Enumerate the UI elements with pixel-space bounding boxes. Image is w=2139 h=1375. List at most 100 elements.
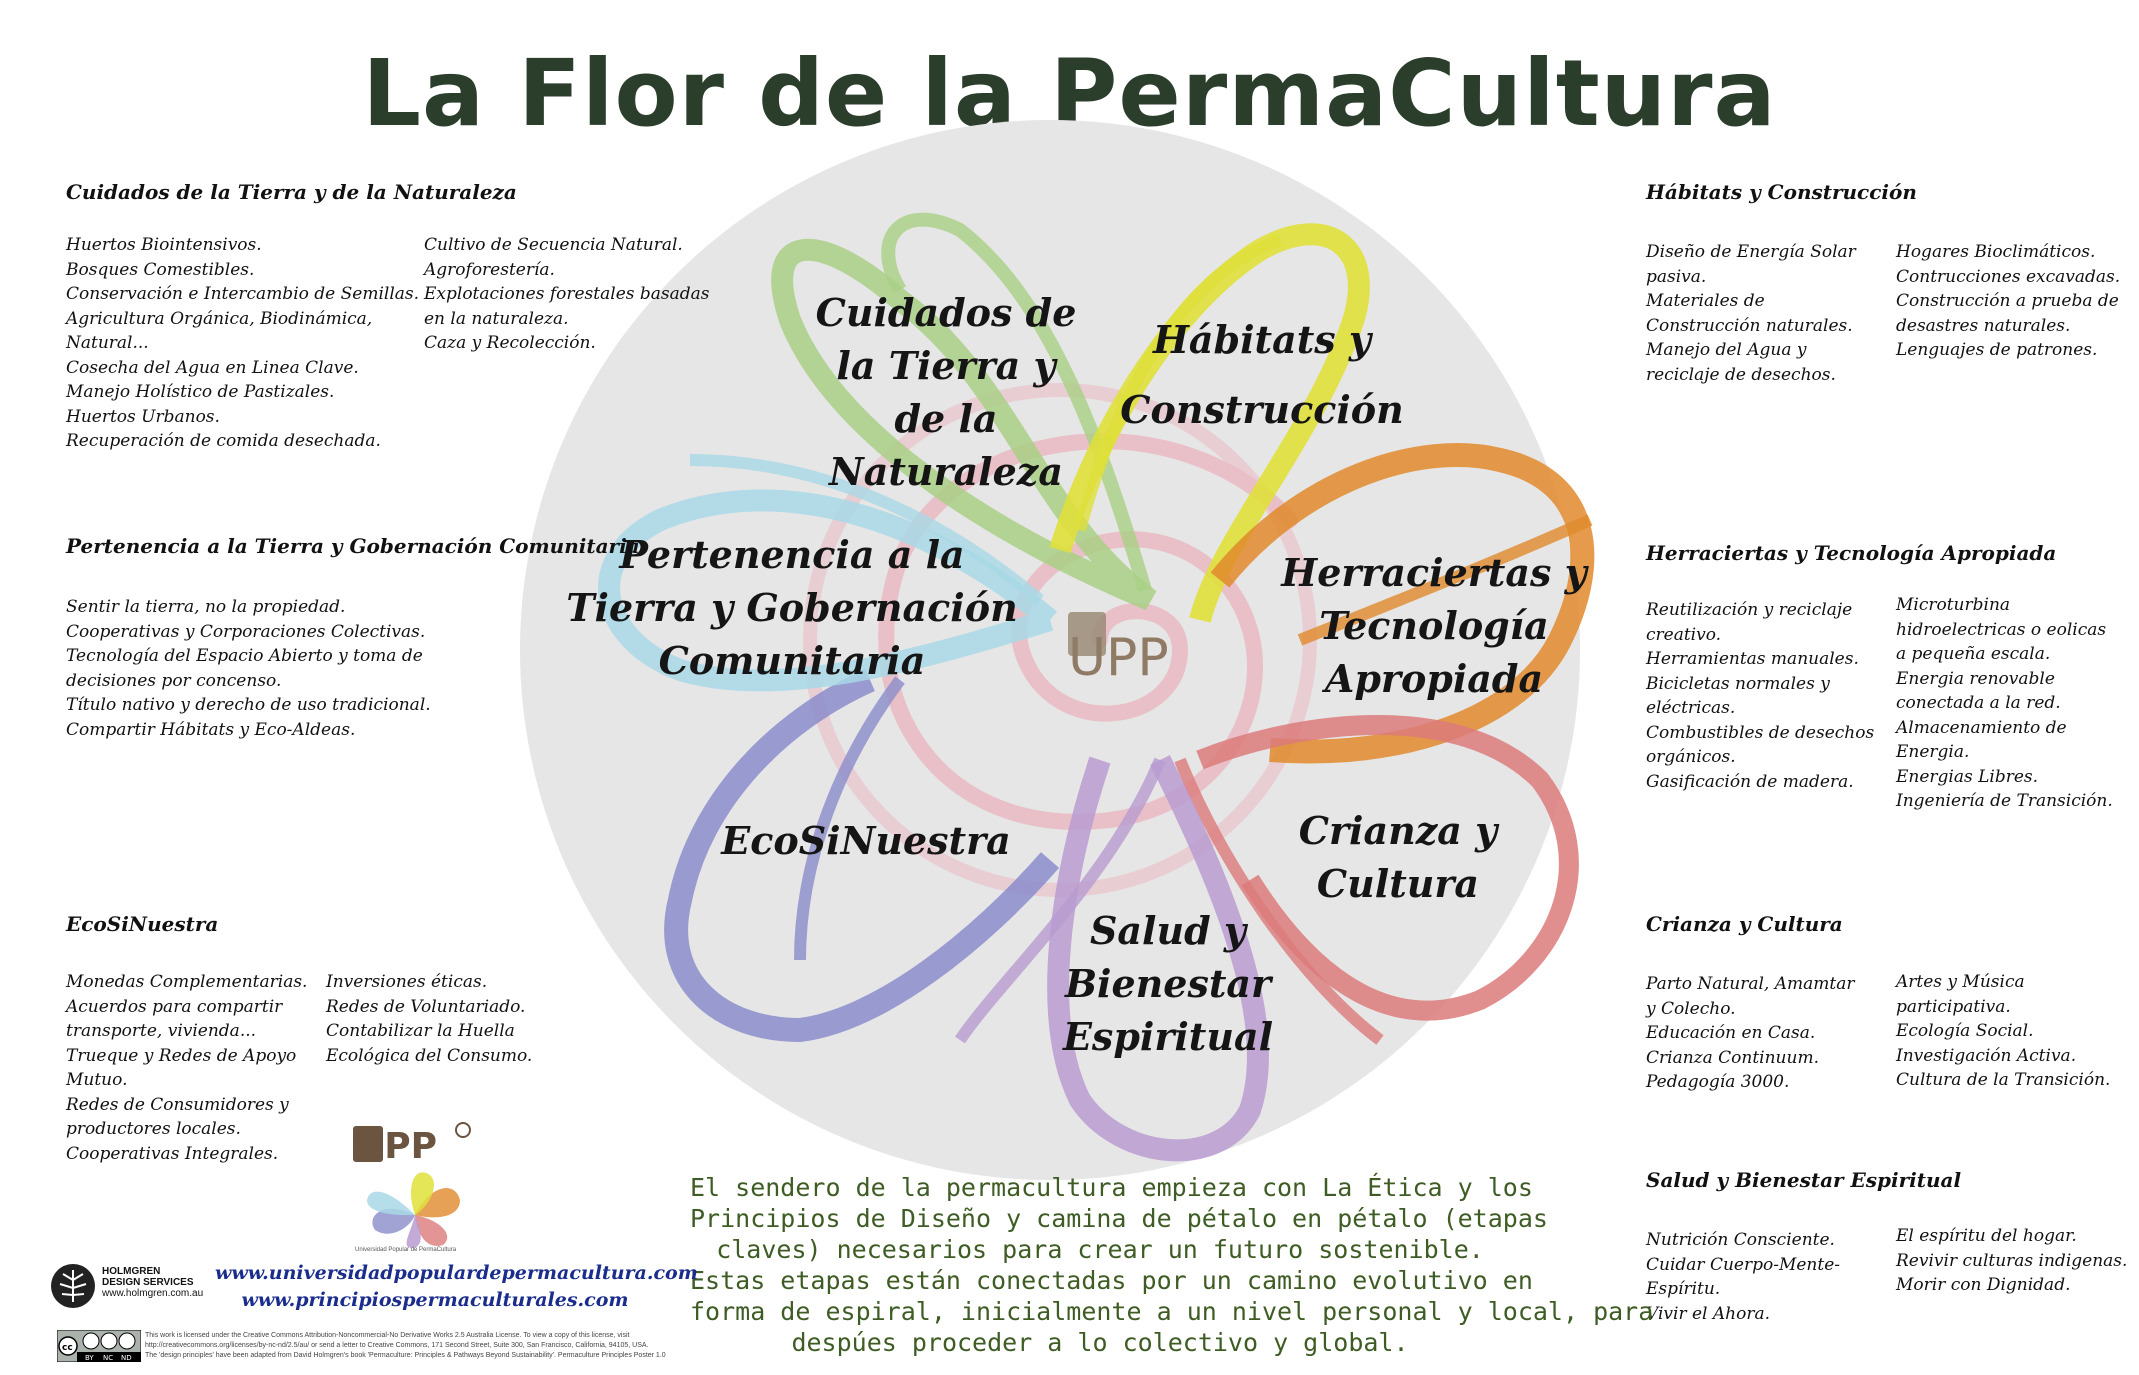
list-item: transporte, vivienda...: [66, 1021, 257, 1041]
cc-badge-strip: [77, 1352, 141, 1362]
list-item: Contrucciones excavadas.: [1896, 266, 2121, 287]
section-habitats-col2: Hogares Bioclimáticos. Contrucciones exc…: [1896, 240, 2120, 363]
license-text: This work is licensed under the Creative…: [145, 1332, 666, 1359]
list-item: Bicicletas normales y: [1646, 673, 1830, 694]
list-item: Cosecha del Agua en Linea Clave.: [66, 357, 359, 378]
upp-logo: UPP: [353, 1122, 471, 1248]
list-item: Monedas Complementarias.: [66, 972, 308, 992]
list-item: Agricultura Orgánica, Biodinámica,: [66, 308, 373, 329]
center-logo-mark: [1068, 612, 1106, 656]
list-item: Conservación e Intercambio de Semillas.: [66, 284, 420, 304]
list-item: Redes de Voluntariado.: [326, 996, 526, 1017]
list-item: Herramientas manuales.: [1646, 649, 1859, 669]
list-item: decisiones por concenso.: [66, 670, 282, 691]
petal-pertenencia-2: [689, 454, 1044, 605]
upp-flower-petal: [406, 1215, 421, 1248]
petal-label-pertenencia: Pertenencia a la Tierra y Gobernación Co…: [566, 532, 1018, 683]
nd-label: ND: [121, 1354, 132, 1362]
list-item: Manejo Holístico de Pastizales.: [66, 382, 335, 402]
list-item: a pequeña escala.: [1896, 644, 2051, 664]
petal-salud: [1047, 755, 1269, 1162]
list-item: Contabilizar la Huella: [326, 1021, 515, 1041]
list-item: pasiva.: [1646, 266, 1707, 287]
holmgren-logo-tree: [59, 1270, 87, 1302]
list-item: eléctricas.: [1646, 698, 1736, 718]
section-cuidados-col1: Huertos Biointensivos. Bosques Comestibl…: [66, 233, 419, 454]
list-item: participativa.: [1896, 996, 2011, 1017]
list-item: Redes de Consumidores y: [66, 1094, 289, 1115]
by-label: BY: [85, 1354, 94, 1362]
list-item: Ingeniería de Transición.: [1896, 791, 2113, 811]
list-item: Ecología Social.: [1896, 1021, 2034, 1041]
cc-license-badge: cc BY NC ND: [57, 1330, 141, 1362]
bottom-description: El sendero de la permacultura empieza co…: [690, 1173, 1654, 1357]
list-item: Revivir culturas indigenas.: [1896, 1250, 2128, 1271]
list-item: Explotaciones forestales basadas: [424, 284, 710, 304]
list-item: creativo.: [1646, 624, 1722, 645]
upp-logo-ring: [455, 1122, 471, 1138]
list-item: Compartir Hábitats y Eco-Aldeas.: [66, 719, 356, 740]
list-item: Morir con Dignidad.: [1896, 1275, 2071, 1295]
petal-label-crianza: Crianza y Cultura: [1298, 808, 1498, 906]
section-pertenencia-col1: Sentir la tierra, no la propiedad. Coope…: [66, 595, 431, 742]
url-link[interactable]: www.universidadpopulardepermacultura.com: [215, 1262, 698, 1284]
list-item: El espíritu del hogar.: [1896, 1226, 2077, 1246]
list-item: en la naturaleza.: [424, 308, 569, 329]
upp-flower-petal: [415, 1188, 460, 1218]
list-item: Diseño de Energía Solar: [1646, 242, 1856, 262]
cc-icon: [58, 1336, 78, 1356]
list-item: Energia renovable: [1896, 668, 2055, 689]
list-item: Construcción naturales.: [1646, 315, 1853, 336]
petal-cuidados: [771, 238, 1157, 611]
petal-label-cuidados: Cuidados de la Tierra y de la Naturaleza: [815, 290, 1077, 494]
center-logo: UPP: [1068, 628, 1169, 688]
list-item: Reutilización y reciclaje: [1646, 600, 1853, 620]
holmgren-text: HOLMGREN DESIGN SERVICES www.holmgren.co…: [102, 1266, 204, 1299]
list-item: Bosques Comestibles.: [66, 259, 255, 280]
section-crianza-col1: Parto Natural, Amamtar y Colecho. Educac…: [1646, 972, 1854, 1095]
list-item: orgánicos.: [1646, 747, 1736, 767]
upp-logo-text: UPP: [355, 1126, 437, 1167]
list-item: Investigación Activa.: [1896, 1045, 2077, 1066]
upp-flower-petal: [367, 1191, 415, 1216]
upp-flower-petal: [415, 1215, 448, 1246]
list-item: Espíritu.: [1646, 1279, 1721, 1299]
section-crianza-col2: Artes y Música participativa. Ecología S…: [1896, 970, 2110, 1093]
list-item: Tecnología del Espacio Abierto y toma de: [66, 646, 423, 666]
list-item: Microturbina: [1896, 595, 2011, 615]
petal-label-habitats: Hábitats y Construcción: [1120, 317, 1404, 432]
list-item: Mutuo.: [66, 1070, 128, 1090]
list-item: Cooperativas Integrales.: [66, 1143, 279, 1164]
list-item: desastres naturales.: [1896, 315, 2071, 336]
list-item: Energia.: [1896, 742, 1970, 762]
list-item: Huertos Urbanos.: [66, 406, 220, 427]
list-item: Educación en Casa.: [1646, 1023, 1816, 1043]
list-item: reciclaje de desechos.: [1646, 364, 1836, 385]
website-links: www.universidadpopulardepermacultura.com…: [215, 1260, 698, 1314]
list-item: Crianza Continuum.: [1646, 1047, 1819, 1068]
section-habitats-col1: Diseño de Energía Solar pasiva. Material…: [1646, 240, 1856, 387]
section-title-salud: Salud y Bienestar Espiritual: [1646, 1168, 1962, 1192]
url-link[interactable]: www.principiospermaculturales.com: [241, 1289, 629, 1311]
list-item: Vivir el Ahora.: [1646, 1303, 1771, 1324]
list-item: Recuperación de comida desechada.: [66, 431, 381, 451]
petal-salud-2: [955, 757, 1166, 1044]
list-item: Manejo del Agua y: [1646, 340, 1807, 360]
petal-label-herraciertas: Herraciertas y Tecnología Apropiada: [1281, 550, 1587, 701]
holmgren-logo: [51, 1264, 95, 1308]
list-item: Artes y Música: [1896, 972, 2025, 992]
list-item: Trueque y Redes de Apoyo: [66, 1045, 297, 1066]
list-item: Cooperativas y Corporaciones Colectivas.: [66, 621, 426, 642]
list-item: Nutrición Consciente.: [1646, 1230, 1835, 1250]
list-item: Hogares Bioclimáticos.: [1896, 242, 2096, 262]
section-title-ecosinuestra: EcoSiNuestra: [66, 912, 219, 936]
list-item: Lenguajes de patrones.: [1896, 340, 2098, 360]
petal-crianza-2: [1174, 757, 1384, 1045]
nd-icon: [118, 1332, 136, 1350]
section-herraciertas-col1: Reutilización y reciclaje creativo. Herr…: [1646, 598, 1874, 794]
section-title-herraciertas: Herraciertas y Tecnología Apropiada: [1646, 541, 2057, 565]
cc-icon-text: cc: [62, 1343, 73, 1353]
section-salud-col2: El espíritu del hogar. Revivir culturas …: [1896, 1224, 2127, 1298]
list-item: y Colecho.: [1646, 998, 1736, 1019]
section-title-crianza: Crianza y Cultura: [1646, 912, 1843, 936]
